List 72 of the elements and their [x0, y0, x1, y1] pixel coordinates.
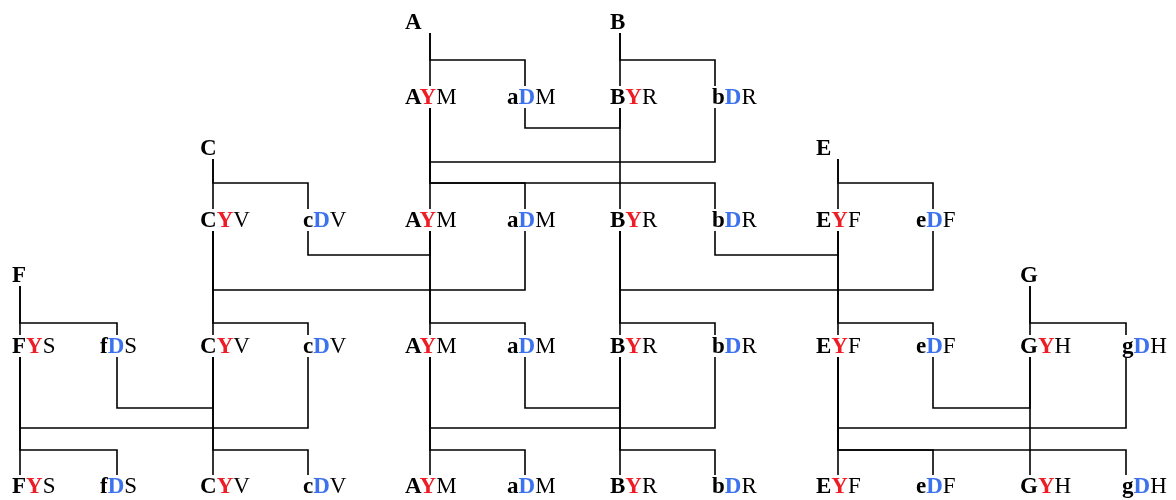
pedigree-line — [212, 356, 309, 476]
genotype-label: eDF — [916, 209, 956, 231]
pedigree-line — [19, 285, 118, 336]
pedigree-line — [837, 158, 934, 210]
pedigree-line — [837, 356, 1127, 429]
genotype-label: gDH — [1122, 335, 1167, 357]
pedigree-line — [429, 356, 526, 476]
pedigree-line — [212, 158, 309, 210]
pedigree-line — [1029, 285, 1127, 336]
genotype-label: CYV — [200, 209, 250, 231]
pedigree-line — [429, 356, 716, 429]
pedigree-line — [1029, 356, 1031, 476]
genotype-label: AYM — [405, 475, 457, 497]
genotype-label: eDF — [916, 475, 956, 497]
genotype-label: EYF — [816, 209, 861, 231]
parent-label: A — [405, 11, 422, 33]
pedigree-line — [524, 107, 621, 129]
parent-label: B — [610, 11, 626, 33]
pedigree-line — [429, 230, 526, 336]
pedigree-line — [19, 356, 118, 476]
genotype-label: fDS — [100, 475, 138, 497]
genotype-label: aDM — [507, 209, 556, 231]
genotype-label: CYV — [200, 335, 250, 357]
pedigree-line — [932, 356, 1031, 409]
genotype-label: EYF — [816, 335, 861, 357]
genotype-label: eDF — [916, 335, 956, 357]
genotype-label: BYR — [610, 86, 658, 108]
genotype-label: AYM — [405, 86, 457, 108]
pedigree-line — [837, 356, 1127, 476]
genotype-label: cDV — [303, 335, 347, 357]
genotype-label: gDH — [1122, 475, 1167, 497]
genotype-label: bDR — [712, 335, 757, 357]
genotype-label: EYF — [816, 475, 861, 497]
pedigree-line — [837, 230, 934, 336]
genotype-label: CYV — [200, 475, 250, 497]
pedigree-line — [429, 107, 716, 163]
parent-label: C — [200, 137, 217, 159]
pedigree-line — [429, 32, 526, 87]
genotype-label: fDS — [100, 335, 138, 357]
genotype-label: bDR — [712, 475, 757, 497]
genotype-label: cDV — [303, 209, 347, 231]
pedigree-line — [307, 230, 431, 256]
pedigree-line — [524, 356, 621, 409]
genotype-label: GYH — [1020, 335, 1072, 357]
genotype-label: aDM — [507, 475, 556, 497]
genotype-label: aDM — [507, 86, 556, 108]
pedigree-line — [619, 107, 621, 210]
genotype-label: BYR — [610, 335, 658, 357]
genotype-label: GYH — [1020, 475, 1072, 497]
genotype-label: FYS — [12, 475, 56, 497]
pedigree-line — [212, 230, 526, 291]
pedigree-line — [619, 32, 716, 87]
genotype-label: AYM — [405, 335, 457, 357]
genotype-label: FYS — [12, 335, 56, 357]
genotype-label: aDM — [507, 335, 556, 357]
genotype-label: BYR — [610, 209, 658, 231]
genotype-label: cDV — [303, 475, 347, 497]
pedigree-line — [429, 107, 716, 210]
pedigree-line — [714, 230, 839, 256]
pedigree-line — [19, 356, 309, 429]
pedigree-line — [212, 230, 309, 336]
parent-label: F — [12, 264, 27, 286]
genotype-label: BYR — [610, 475, 658, 497]
genotype-label: bDR — [712, 86, 757, 108]
pedigree-line — [619, 230, 934, 291]
genotype-label: bDR — [712, 209, 757, 231]
pedigree-line — [619, 230, 716, 336]
pedigree-line — [116, 356, 214, 409]
genotype-label: AYM — [405, 209, 457, 231]
pedigree-line — [619, 356, 716, 476]
parent-label: G — [1020, 264, 1038, 286]
parent-label: E — [816, 137, 832, 159]
